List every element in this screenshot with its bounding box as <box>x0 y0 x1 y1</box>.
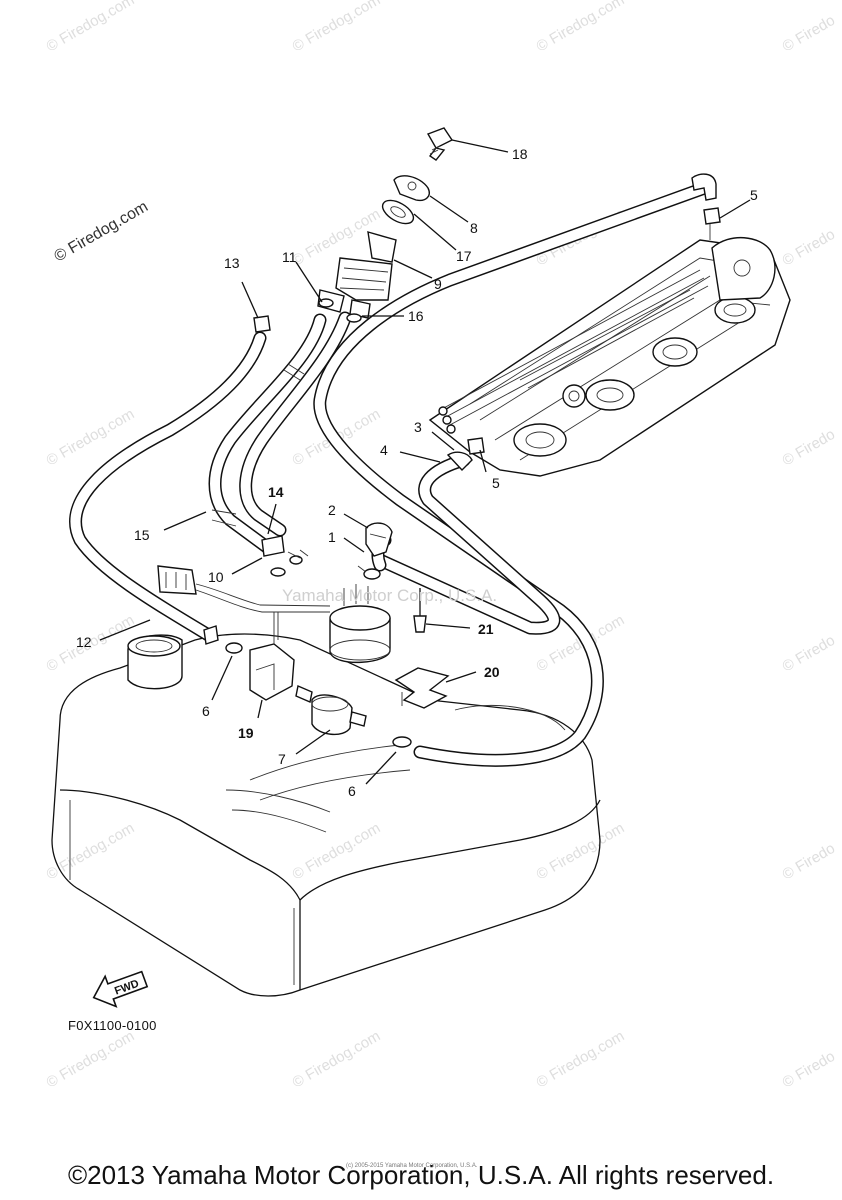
watermark-text: © Firedog.com <box>44 819 138 883</box>
clamp-5-top <box>703 207 721 240</box>
watermark-text: © Firedog.com <box>290 819 384 883</box>
watermark-text: © Firedog.com <box>290 1027 384 1091</box>
callout-5-lower: 5 <box>492 475 500 491</box>
copyright-footer: ©2013 Yamaha Motor Corporation, U.S.A. A… <box>67 1160 775 1190</box>
watermark-grid: © Firedog.com © Firedog.com © Firedog.co… <box>44 0 839 1091</box>
connectors-10 <box>261 535 309 577</box>
watermark-text: © Firedog.com <box>52 198 152 265</box>
callout-18: 18 <box>512 146 528 162</box>
tiny-copyright-note: (c) 2005-2015 Yamaha Motor Corporation, … <box>346 1163 478 1169</box>
callout-6-left: 6 <box>202 703 210 719</box>
callout-8: 8 <box>470 220 478 236</box>
callout-20: 20 <box>484 664 500 680</box>
watermark-text: © Firedo <box>780 426 839 470</box>
callout-4: 4 <box>380 442 388 458</box>
callout-17: 17 <box>456 248 472 264</box>
watermark-text: © Firedo <box>780 1048 839 1092</box>
pin-21 <box>413 588 427 633</box>
callout-3: 3 <box>414 419 422 435</box>
callout-7: 7 <box>278 751 286 767</box>
callout-10: 10 <box>208 569 224 585</box>
watermark-text: © Firedog.com <box>290 0 384 55</box>
clamp-11 <box>318 298 334 308</box>
callout-11: 11 <box>282 249 297 265</box>
callout-19: 19 <box>238 725 254 741</box>
watermark-text: © Firedo <box>780 632 839 676</box>
cap-8 <box>393 175 430 202</box>
callout-6-right: 6 <box>348 783 356 799</box>
watermark-text: © Firedo <box>780 226 839 270</box>
callout-16: 16 <box>408 308 424 324</box>
callout-labels: 18 8 17 9 11 16 13 5 3 4 5 2 1 14 15 10 … <box>76 146 758 799</box>
nut-17 <box>381 199 415 225</box>
center-watermark: Yamaha Motor Corp., U.S.A. <box>282 586 498 605</box>
watermark-text: © Firedo <box>780 12 839 56</box>
bracket-20 <box>394 667 450 709</box>
diagram-reference-code: F0X1100-0100 <box>68 1018 157 1033</box>
engine-block <box>428 236 791 477</box>
hose-clamp-15 <box>211 363 305 527</box>
callout-21: 21 <box>478 621 494 637</box>
watermark-text: © Firedog.com <box>44 0 138 55</box>
clamp-6-left <box>203 625 243 654</box>
callout-13: 13 <box>224 255 240 271</box>
fuel-hoses <box>69 173 717 767</box>
bolt-18 <box>426 127 454 161</box>
holder-19 <box>249 612 295 701</box>
elbow-1 <box>357 522 393 580</box>
watermark-text: © Firedog.com <box>534 819 628 883</box>
callout-5-top: 5 <box>750 187 758 203</box>
watermark-text: © Firedog.com <box>534 1027 628 1091</box>
callout-12: 12 <box>76 634 92 650</box>
fuel-filter-7 <box>295 685 367 735</box>
watermark-text: © Firedo <box>780 840 839 884</box>
watermark-text: © Firedog.com <box>44 1027 138 1091</box>
clamp-6-right <box>392 736 412 748</box>
coupler <box>157 565 331 613</box>
fuel-tank <box>51 633 601 997</box>
watermark-prominent: © Firedog.com <box>52 198 152 265</box>
fwd-arrow-icon: FWD <box>92 970 149 1008</box>
watermark-text: © Firedog.com <box>534 0 628 55</box>
callout-9: 9 <box>434 276 442 292</box>
callout-15: 15 <box>134 527 150 543</box>
callout-14: 14 <box>268 484 284 500</box>
callout-1: 1 <box>328 529 336 545</box>
parts <box>157 127 721 748</box>
leader-lines <box>99 139 751 785</box>
clamp-16 <box>346 313 362 323</box>
clamp-13 <box>253 315 271 333</box>
callout-2: 2 <box>328 502 336 518</box>
fitting-3 <box>446 451 473 472</box>
fuel-sender <box>329 584 391 663</box>
clamp-5-lower <box>467 437 485 455</box>
